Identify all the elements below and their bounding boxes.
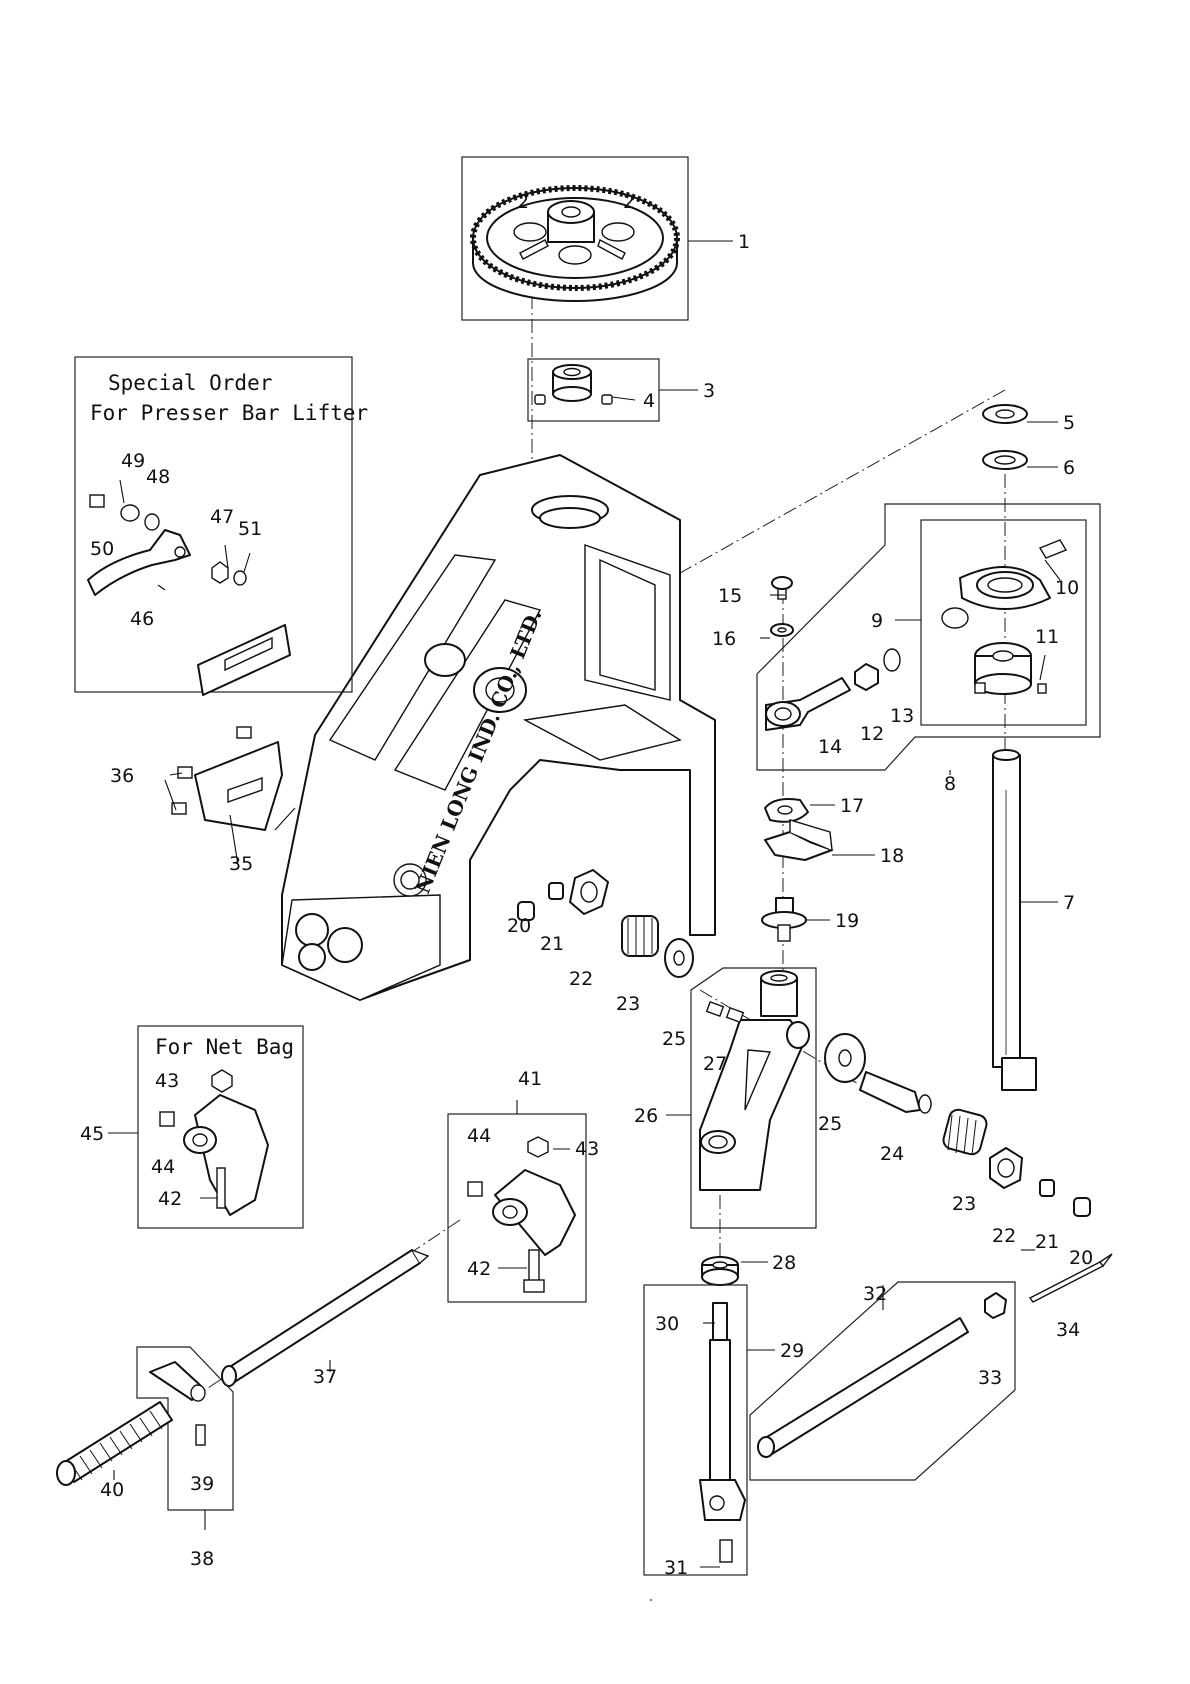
label-21: 21: [540, 933, 564, 955]
label-14: 14: [818, 736, 842, 758]
label-43b: 43: [155, 1070, 179, 1092]
rod-part-32: [750, 1254, 1112, 1480]
label-24: 24: [880, 1143, 904, 1165]
label-33: 33: [978, 1367, 1002, 1389]
label-10: 10: [1055, 577, 1079, 599]
label-23b: 23: [952, 1193, 976, 1215]
label-13: 13: [890, 705, 914, 727]
label-39: 39: [190, 1473, 214, 1495]
shaft-left-group: [518, 870, 693, 977]
lifter-lever-part-26: [691, 968, 816, 1228]
label-2b: 2: [623, 191, 635, 213]
label-41: 41: [518, 1068, 542, 1090]
label-46: 46: [130, 608, 154, 630]
leader-lines: [108, 241, 1060, 1600]
special-order-subtitle: For Presser Bar Lifter: [90, 401, 368, 425]
label-20b: 20: [1069, 1247, 1093, 1269]
label-2a: 2: [517, 191, 529, 213]
label-35: 35: [229, 853, 253, 875]
label-32: 32: [863, 1283, 887, 1305]
gear-part-1: [462, 157, 688, 320]
label-31: 31: [664, 1557, 688, 1579]
label-51: 51: [238, 518, 262, 540]
label-37: 37: [313, 1366, 337, 1388]
presser-bar-part-7: [993, 750, 1036, 1090]
label-27: 27: [703, 1053, 727, 1075]
label-42b: 42: [158, 1188, 182, 1210]
label-28: 28: [772, 1252, 796, 1274]
label-8: 8: [944, 773, 956, 795]
label-1: 1: [738, 231, 750, 253]
label-40: 40: [100, 1479, 124, 1501]
plate-part-35: [172, 727, 282, 830]
label-11: 11: [1035, 626, 1059, 648]
label-29: 29: [780, 1340, 804, 1362]
washers-5-6: [983, 405, 1027, 469]
label-43a: 43: [575, 1138, 599, 1160]
label-3: 3: [703, 380, 715, 402]
label-18: 18: [880, 845, 904, 867]
label-42a: 42: [467, 1258, 491, 1280]
label-15: 15: [718, 585, 742, 607]
label-44b: 44: [151, 1156, 175, 1178]
label-7: 7: [1063, 892, 1075, 914]
label-44a: 44: [467, 1125, 491, 1147]
label-21b: 21: [1035, 1231, 1059, 1253]
label-23: 23: [616, 993, 640, 1015]
washer-part-28: [702, 1257, 738, 1285]
label-45: 45: [80, 1123, 104, 1145]
label-12: 12: [860, 723, 884, 745]
label-22: 22: [569, 968, 593, 990]
label-25a: 25: [662, 1028, 686, 1050]
net-bag-title: For Net Bag: [155, 1035, 294, 1059]
label-26: 26: [634, 1105, 658, 1127]
label-22b: 22: [992, 1225, 1016, 1247]
label-49: 49: [121, 450, 145, 472]
eye-bolt-group: [766, 577, 900, 730]
label-19: 19: [835, 910, 859, 932]
label-36: 36: [110, 765, 134, 787]
label-38: 38: [190, 1548, 214, 1570]
label-20: 20: [507, 915, 531, 937]
label-17: 17: [840, 795, 864, 817]
label-9: 9: [871, 610, 883, 632]
label-34: 34: [1056, 1319, 1080, 1341]
label-30: 30: [655, 1313, 679, 1335]
label-48: 48: [146, 466, 170, 488]
label-50: 50: [90, 538, 114, 560]
shaft-right-group: [825, 1034, 1090, 1216]
label-4: 4: [643, 390, 655, 412]
special-order-title: Special Order: [108, 371, 272, 395]
label-6: 6: [1063, 457, 1075, 479]
label-5: 5: [1063, 412, 1075, 434]
label-47: 47: [210, 506, 234, 528]
label-16: 16: [712, 628, 736, 650]
collar-part-3: [528, 359, 659, 421]
label-25b: 25: [818, 1113, 842, 1135]
